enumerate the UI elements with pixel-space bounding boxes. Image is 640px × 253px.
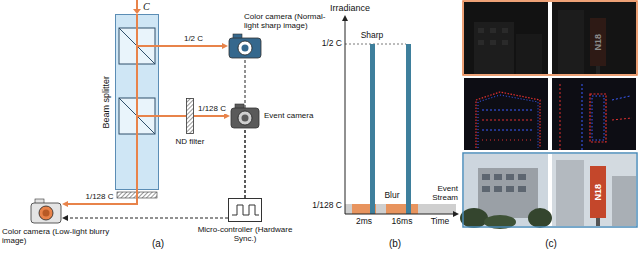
light-beam (159, 116, 186, 117)
nd-filter-label: ND filter (176, 137, 205, 146)
rect-shape (229, 199, 262, 222)
camera-low-label: Color camera (Low-light blurry image) (2, 227, 120, 245)
connector-line (194, 115, 226, 117)
micro-controller-label: Micro-controller (Hardware Sync.) (190, 225, 300, 243)
edge-label: 1/128 C (197, 105, 227, 114)
camera-event-icon (230, 103, 260, 129)
micro-controller: Micro-controller (Hardware Sync.) (228, 198, 262, 222)
rect-shape (31, 203, 61, 223)
sync-wire (245, 59, 246, 198)
connector-line (245, 59, 246, 198)
arrowhead (62, 201, 68, 207)
result-images (460, 1, 637, 229)
camera-normal: Color camera (Normal-light sharp image) (228, 33, 262, 59)
label-text: (b) (389, 238, 401, 250)
label-text: Event Stream (420, 184, 458, 202)
rect-shape (187, 99, 194, 134)
circle-shape (242, 45, 249, 52)
label-text: (c) (545, 238, 557, 250)
camera-normal-label: Color camera (Normal-light sharp image) (244, 12, 326, 30)
rect-shape (231, 108, 259, 128)
camera-event-label: Event camera (264, 111, 313, 120)
label-text: Sharp (361, 31, 384, 41)
connector-line (245, 129, 246, 198)
label-text: C (143, 1, 150, 13)
label-text: Blur (384, 191, 399, 201)
arrowhead (222, 43, 228, 49)
edge-label: 1/128 C (84, 193, 114, 202)
label-text: 1/128 C (312, 201, 342, 211)
beam-splitter-label: Beam splitter (101, 76, 111, 129)
beam-splitter: Beam splitter (115, 14, 159, 190)
beam-splitter-icon (115, 14, 159, 190)
line-shape (137, 115, 159, 117)
sync-wire (245, 129, 246, 198)
light-beam (62, 190, 137, 207)
line-shape (137, 45, 159, 47)
circle-shape (238, 41, 252, 55)
connector-line (159, 115, 186, 117)
circle-shape (43, 210, 50, 217)
line-shape (136, 14, 138, 190)
connector-line (66, 190, 137, 204)
camera-normal-icon (228, 33, 262, 59)
label-text: N18 (593, 34, 603, 51)
incoming-light (133, 0, 141, 14)
label-text: 16ms (392, 217, 413, 227)
label-text: 1/2 C (322, 39, 342, 49)
label-text: Irradiance (330, 3, 370, 13)
camera-low-icon (30, 198, 62, 224)
micro-controller-icon (228, 198, 262, 222)
nd-filter-icon (186, 98, 194, 134)
rect-shape (229, 38, 261, 58)
circle-shape (238, 111, 252, 125)
label-text: (a) (152, 238, 164, 250)
label-text: Time (431, 217, 450, 227)
edge-label: 1/2 C (183, 35, 204, 44)
nd-filter: ND filter (186, 98, 194, 134)
camera-low: Color camera (Low-light blurry image) (30, 198, 62, 224)
connector-line (66, 218, 228, 219)
circle-shape (39, 206, 53, 220)
sync-wire (62, 215, 228, 221)
connector-line (159, 45, 224, 47)
circle-shape (242, 115, 249, 122)
irradiance-chart (342, 15, 459, 217)
arrowhead (62, 215, 68, 221)
label-text: N18 (593, 184, 603, 201)
rect-shape (116, 15, 159, 190)
path-shape (232, 205, 259, 215)
camera-event: Event camera (230, 103, 260, 129)
label-text: 2ms (356, 217, 372, 227)
